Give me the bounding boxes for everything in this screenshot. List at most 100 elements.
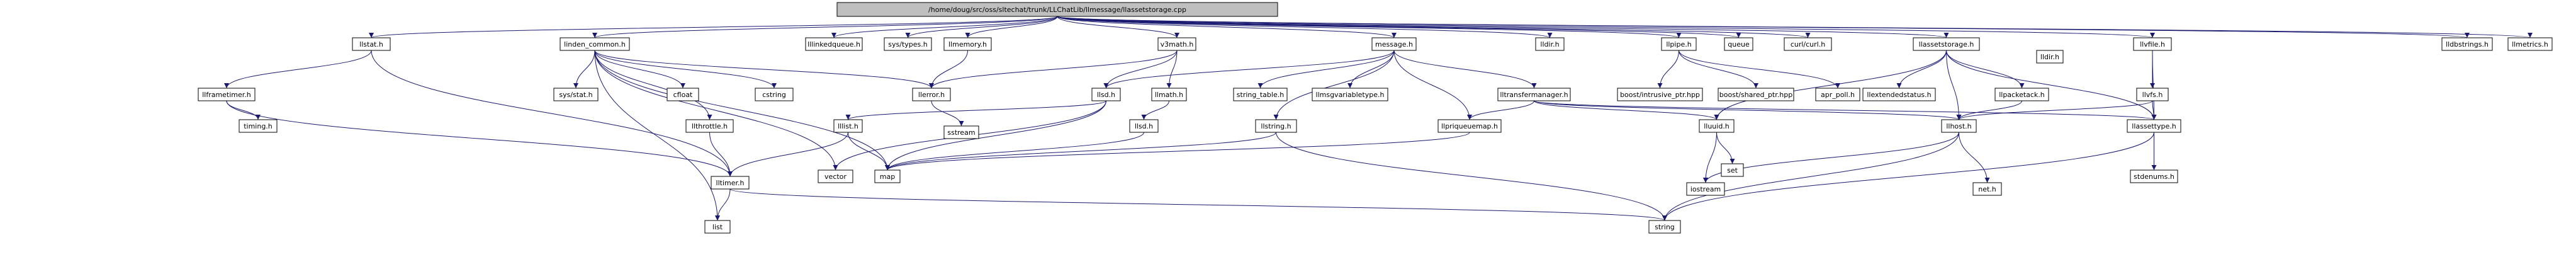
node-message[interactable]: message.h bbox=[1371, 37, 1417, 51]
node-box-llassetstorage_h bbox=[1913, 37, 1980, 51]
node-label-llpacketack: llpacketack.h bbox=[1999, 91, 2045, 99]
node-lllinkedqueue: lllinkedqueue.h bbox=[805, 37, 863, 51]
node-llthrottle: llthrottle.h bbox=[685, 119, 734, 133]
node-label-llstring: llstring.h bbox=[1261, 122, 1291, 130]
node-label-llpriqueuemap: llpriqueuemap.h bbox=[1441, 122, 1498, 130]
node-box-llmemory bbox=[943, 37, 992, 51]
node-stdenums: stdenums.h bbox=[2130, 169, 2178, 183]
edge-v3math-to-llerror bbox=[929, 50, 1178, 89]
node-lluuid2[interactable]: lluuid.h bbox=[1699, 119, 1735, 133]
edge-llvfs-to-llassettype bbox=[2151, 100, 2157, 120]
node-box-syststat bbox=[553, 88, 599, 101]
node-label-llextendedstatus: llextendedstatus.h bbox=[1867, 91, 1931, 99]
node-llpriqueuemap: llpriqueuemap.h bbox=[1437, 119, 1502, 133]
edge-linden_common-to-llerror bbox=[594, 50, 934, 89]
node-box-queue bbox=[1724, 37, 1753, 51]
node-label-queue: queue bbox=[1728, 40, 1750, 49]
node-llsd2[interactable]: llsd.h bbox=[1129, 119, 1159, 133]
edge-linden_common-to-vector bbox=[594, 50, 838, 171]
node-label-apr_poll: apr_poll.h bbox=[1821, 91, 1855, 99]
node-llassetstorage_h[interactable]: llassetstorage.h bbox=[1913, 37, 1980, 51]
node-llvfile[interactable]: llvfile.h bbox=[2133, 37, 2172, 51]
node-llextendedstatus: llextendedstatus.h bbox=[1862, 88, 1936, 101]
node-llerror[interactable]: llerror.h bbox=[912, 88, 951, 101]
node-queue: queue bbox=[1724, 37, 1753, 51]
edge-llvfile-to-llassettype bbox=[2151, 50, 2157, 120]
node-label-set: set bbox=[1727, 166, 1738, 175]
node-box-list bbox=[704, 220, 731, 234]
node-llstring[interactable]: llstring.h bbox=[1255, 119, 1297, 133]
node-box-set bbox=[1721, 163, 1744, 177]
node-llsd[interactable]: llsd.h bbox=[1091, 88, 1121, 101]
node-llmath[interactable]: llmath.h bbox=[1151, 88, 1187, 101]
node-label-llsd: llsd.h bbox=[1097, 91, 1115, 99]
edge-llpipe-to-apr_poll bbox=[1679, 50, 1840, 89]
edge-linden_common-to-map bbox=[594, 50, 890, 171]
edge-llhost-to-string bbox=[1662, 132, 1959, 221]
node-linden_common[interactable]: linden_common.h bbox=[560, 37, 630, 51]
node-box-map bbox=[874, 169, 901, 183]
node-box-cfloat bbox=[666, 88, 699, 101]
node-box-llthrottle bbox=[685, 119, 734, 133]
node-box-boost_intrusive bbox=[1617, 88, 1703, 101]
node-lllst[interactable]: lllist.h bbox=[833, 119, 863, 133]
node-llvfs[interactable]: llvfs.h bbox=[2136, 88, 2169, 101]
node-box-timing bbox=[239, 119, 278, 133]
edge-lltransfermanager-to-llassettype bbox=[1534, 100, 2156, 120]
node-box-llhost bbox=[1941, 119, 1977, 133]
node-label-v3math: v3math.h bbox=[1161, 40, 1194, 49]
node-label-timing: timing.h bbox=[244, 122, 273, 130]
node-llmemory[interactable]: llmemory.h bbox=[943, 37, 992, 51]
node-llpipe: llpipe.h bbox=[1661, 37, 1697, 51]
node-map: map bbox=[874, 169, 901, 183]
node-box-lltldr bbox=[1535, 37, 1565, 51]
node-label-lldbstrings: lldbstrings.h bbox=[2446, 40, 2489, 49]
edge-linden_common-to-llthrottle bbox=[594, 50, 712, 120]
node-box-llerror bbox=[912, 88, 951, 101]
node-label-sstream: sstream bbox=[947, 129, 975, 137]
edge-ltstat-to-lltimer bbox=[371, 50, 733, 177]
node-lldbstrings: lldbstrings.h bbox=[2441, 37, 2493, 51]
node-nethdr: net.h bbox=[1972, 182, 2002, 196]
node-label-lllst: lllist.h bbox=[838, 122, 858, 130]
node-string: string bbox=[1648, 220, 1681, 234]
node-label-llhost: llhost.h bbox=[1946, 122, 1971, 130]
edge-llassetstorage_h-to-llassettype bbox=[1946, 50, 2157, 120]
node-box-llsd bbox=[1091, 88, 1121, 101]
node-sstream: sstream bbox=[943, 125, 979, 139]
node-box-llmsgvariabletype bbox=[1312, 88, 1388, 101]
node-ltstat[interactable]: llstat.h bbox=[352, 37, 391, 51]
edge-v3math-to-llmath bbox=[1166, 50, 1178, 89]
node-set: set bbox=[1721, 163, 1744, 177]
node-root[interactable]: /home/doug/src/oss/sltechat/trunk/LLChat… bbox=[836, 2, 1278, 17]
edge-message-to-lltransfermanager bbox=[1393, 50, 1537, 89]
node-box-lluuid2 bbox=[1699, 119, 1735, 133]
node-box-curl bbox=[1784, 37, 1832, 51]
edge-llpipe-to-boost_intrusive bbox=[1657, 50, 1679, 89]
node-label-list: list bbox=[712, 223, 723, 231]
node-lltimer[interactable]: lltimer.h bbox=[711, 176, 750, 190]
node-string_table[interactable]: string_table.h bbox=[1233, 88, 1288, 101]
node-llmetrics: llmetrics.h bbox=[2507, 37, 2553, 51]
node-box-llpriqueuemap bbox=[1437, 119, 1502, 133]
edge-llmemory-to-llerror bbox=[929, 50, 968, 89]
edge-llmath-to-llsd2 bbox=[1141, 100, 1169, 120]
edge-root-to-llassetstorage_h bbox=[1057, 16, 1949, 38]
node-label-cstring: cstring bbox=[762, 91, 786, 99]
node-llmsgvariabletype: llmsgvariabletype.h bbox=[1312, 88, 1388, 101]
edge-root-to-llmemory bbox=[965, 16, 1058, 38]
node-label-llsd2: llsd.h bbox=[1135, 122, 1153, 130]
node-label-vector: vector bbox=[824, 173, 846, 181]
node-iostream: iostream bbox=[1686, 182, 1725, 196]
edge-lltimer-to-list bbox=[715, 188, 731, 221]
edge-llframetimer-to-lltimer bbox=[226, 100, 733, 177]
node-box-vector bbox=[818, 169, 853, 183]
node-label-linden_common: linden_common.h bbox=[564, 40, 626, 49]
node-label-llframetimer: llframetimer.h bbox=[202, 91, 251, 99]
node-box-llstring bbox=[1255, 119, 1297, 133]
file-nodes: /home/doug/src/oss/sltechat/trunk/LLChat… bbox=[198, 2, 2553, 234]
node-box-llmetrics bbox=[2507, 37, 2553, 51]
edge-message-to-llpriqueuemap bbox=[1393, 50, 1472, 120]
node-box-lltransfermanager bbox=[1497, 88, 1571, 101]
node-box-llpacketack bbox=[1994, 88, 2049, 101]
